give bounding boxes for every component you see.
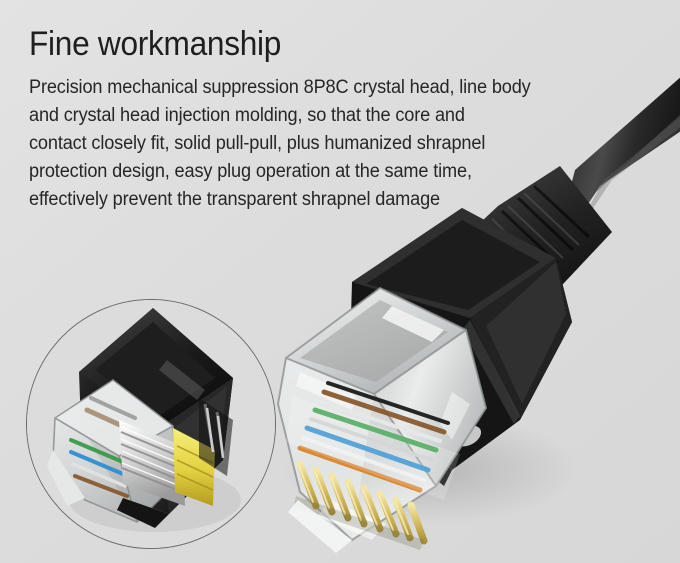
description-line: contact closely fit, solid pull-pull, pl… <box>29 133 486 154</box>
description-line: Precision mechanical suppression 8P8C cr… <box>29 77 531 98</box>
twisted-pair-wires <box>286 381 460 500</box>
page-title: Fine workmanship <box>29 25 282 63</box>
description-line: effectively prevent the transparent shra… <box>29 189 440 210</box>
crystal-head-housing <box>276 286 488 553</box>
description-line: protection design, easy plug operation a… <box>29 161 472 182</box>
description-paragraph: Precision mechanical suppression 8P8C cr… <box>29 74 573 214</box>
detail-callout-circle <box>26 299 276 549</box>
cable-jacket <box>552 77 680 258</box>
text-block: Fine workmanship Precision mechanical su… <box>29 24 599 214</box>
description-line: and crystal head injection molding, so t… <box>29 105 465 126</box>
gold-contact-pins <box>294 460 428 550</box>
callout-wires <box>69 396 137 498</box>
callout-contact-blades <box>119 420 186 506</box>
